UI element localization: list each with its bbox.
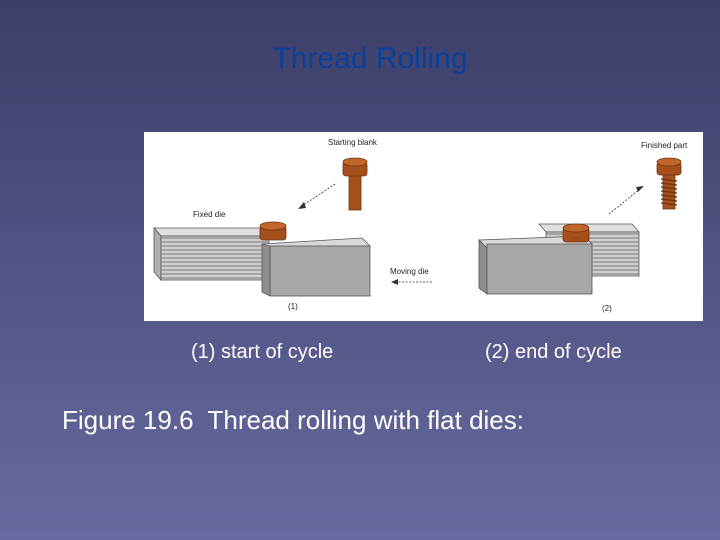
slide-title: Thread Rolling	[272, 42, 468, 75]
arrow-blank-to-dies	[301, 183, 336, 207]
arrow-to-finished-part	[608, 188, 641, 215]
label-finished-part: Finished part	[641, 141, 688, 150]
panel-end-of-cycle: Finished part (2)	[478, 141, 688, 313]
part-between-dies	[562, 223, 590, 243]
blank-between-dies	[259, 221, 287, 241]
fixed-die	[153, 226, 270, 282]
thread-rolling-diagram: Starting blank Fixed die Moving die (1)	[153, 138, 688, 313]
thread-rolling-figure: Starting blank Fixed die Moving die (1)	[144, 132, 703, 321]
label-moving-die: Moving die	[390, 267, 429, 276]
moving-die	[261, 237, 371, 297]
label-step-2: (2)	[602, 304, 612, 313]
caption-end-of-cycle: (2) end of cycle	[485, 341, 622, 363]
label-fixed-die: Fixed die	[193, 210, 226, 219]
starting-blank	[342, 157, 368, 211]
label-starting-blank: Starting blank	[328, 138, 378, 147]
label-step-1: (1)	[288, 302, 298, 311]
moving-die-end	[478, 235, 593, 295]
panel-start-of-cycle: Starting blank Fixed die Moving die (1)	[153, 138, 432, 311]
figure-caption: Figure 19.6 Thread rolling with flat die…	[62, 405, 524, 435]
caption-start-of-cycle: (1) start of cycle	[191, 341, 334, 363]
finished-part	[656, 157, 682, 210]
